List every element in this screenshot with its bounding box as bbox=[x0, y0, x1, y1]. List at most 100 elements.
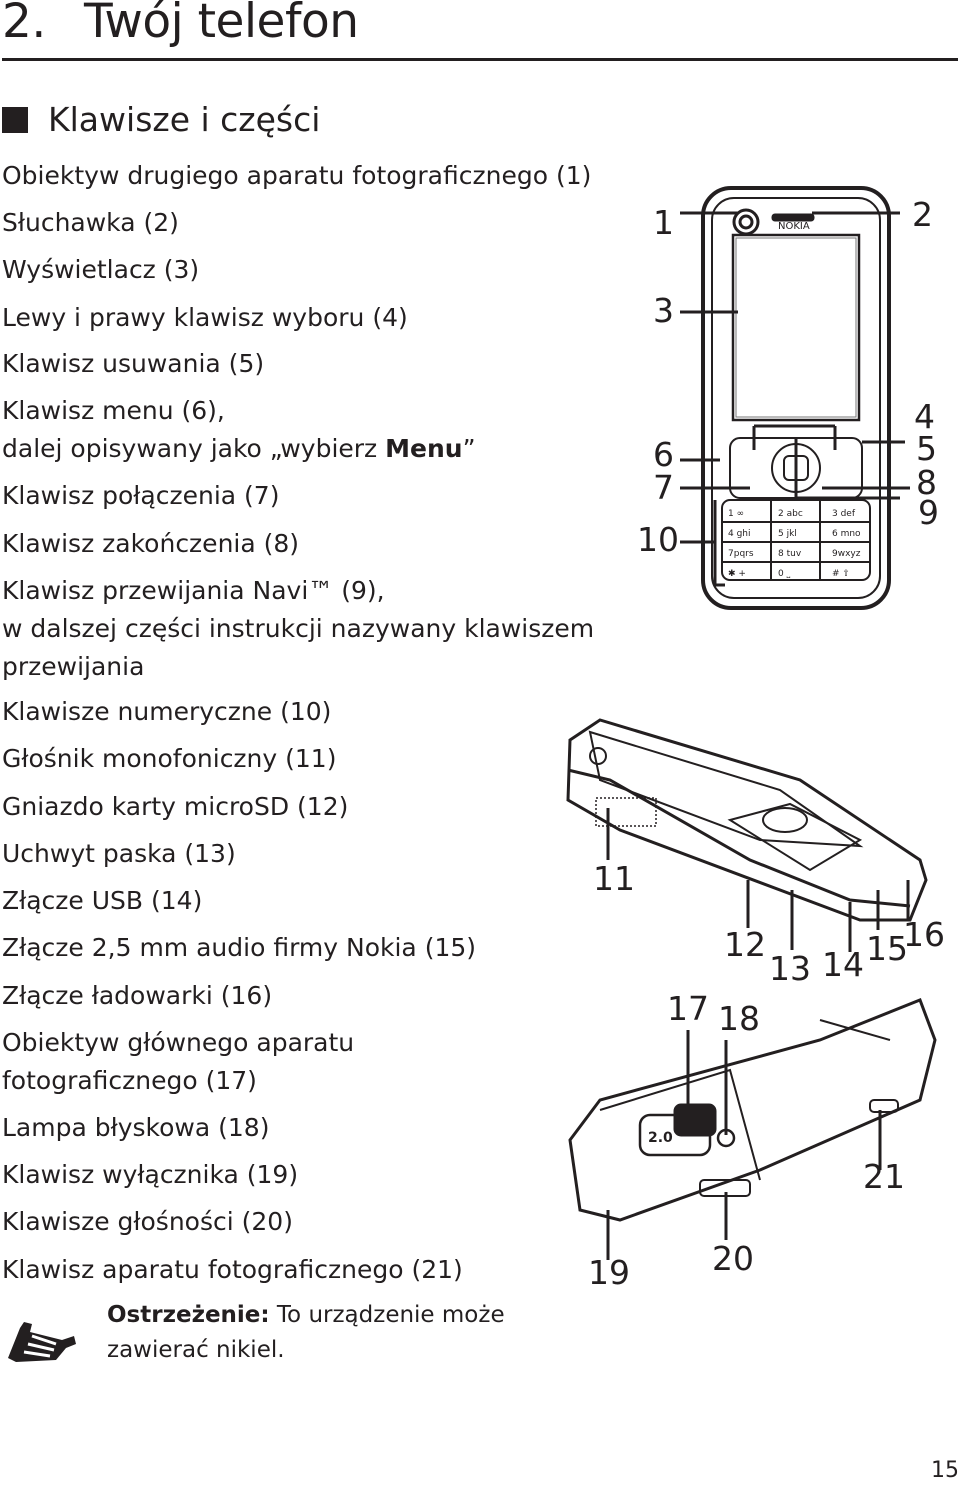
part-item: Głośnik monofoniczny (11) bbox=[2, 740, 336, 778]
part-label: Obiektyw drugiego aparatu fotograficzneg… bbox=[2, 161, 592, 190]
part-item: Złącze ładowarki (16) bbox=[2, 977, 272, 1015]
key-label: 1 ∞ bbox=[728, 509, 744, 519]
part-label: Uchwyt paska (13) bbox=[2, 839, 236, 868]
key-label: 4 ghi bbox=[728, 529, 751, 539]
key-label: 7pqrs bbox=[728, 549, 754, 559]
part-item: Obiektyw głównego aparatu fotograficznego… bbox=[2, 1024, 354, 1100]
part-item: Klawisz zakończenia (8) bbox=[2, 525, 299, 563]
part-label: Złącze USB (14) bbox=[2, 886, 203, 915]
part-item: Klawisz połączenia (7) bbox=[2, 477, 279, 515]
callout-11: 11 bbox=[593, 859, 635, 898]
brand-text: NOKIA bbox=[778, 221, 810, 232]
phone-diagram: NOKIA 1 ∞ 2 abc 3 def 4 ghi 5 jkl 6 mno … bbox=[566, 186, 937, 1260]
callout-8: 8 bbox=[916, 463, 937, 502]
callout-9: 9 bbox=[918, 493, 939, 532]
menu-keyword: Menu bbox=[385, 434, 463, 463]
section-square-icon bbox=[2, 107, 28, 133]
section-title: Klawisze i części bbox=[2, 100, 320, 139]
key-label: ✱ + bbox=[728, 569, 746, 579]
key-label: 6 mno bbox=[832, 529, 861, 539]
part-label: Lampa błyskowa (18) bbox=[2, 1113, 270, 1142]
callout-17: 17 bbox=[667, 989, 709, 1028]
part-label: Klawisz menu (6), bbox=[2, 396, 225, 425]
part-item: Klawisze głośności (20) bbox=[2, 1203, 293, 1241]
part-item: Złącze USB (14) bbox=[2, 882, 202, 920]
part-item: Klawisz menu (6), dalej opisywany jako „w… bbox=[2, 392, 476, 468]
part-label: Głośnik monofoniczny (11) bbox=[2, 744, 337, 773]
part-label: Klawisz wyłącznika (19) bbox=[2, 1160, 299, 1189]
part-label: ” bbox=[462, 434, 476, 463]
part-item: Klawisze numeryczne (10) bbox=[2, 693, 331, 731]
key-label: 0 ⎵ bbox=[778, 569, 791, 579]
part-item: Obiektyw drugiego aparatu fotograficzneg… bbox=[2, 157, 591, 195]
callout-13: 13 bbox=[769, 949, 811, 988]
part-item: Klawisz aparatu fotograficznego (21) bbox=[2, 1251, 463, 1289]
key-label: 2 abc bbox=[778, 509, 803, 519]
callout-5: 5 bbox=[916, 429, 937, 468]
warning-text: To urządzenie może zawierać nikiel. bbox=[107, 1302, 505, 1363]
phone-back-view bbox=[568, 998, 937, 1222]
part-item: Wyświetlacz (3) bbox=[2, 251, 199, 289]
part-item: Uchwyt paska (13) bbox=[2, 835, 236, 873]
callout-10: 10 bbox=[637, 520, 679, 559]
part-label: Klawisz zakończenia (8) bbox=[2, 529, 300, 558]
part-item: Klawisz usuwania (5) bbox=[2, 345, 264, 383]
key-label: # ⇧ bbox=[832, 569, 850, 579]
part-label: fotograficznego (17) bbox=[2, 1066, 257, 1095]
part-item: Lampa błyskowa (18) bbox=[2, 1109, 269, 1147]
warning-label: Ostrzeżenie: bbox=[107, 1302, 270, 1328]
warning-note: Ostrzeżenie: To urządzenie może zawierać… bbox=[107, 1298, 507, 1368]
part-item: Złącze 2,5 mm audio firmy Nokia (15) bbox=[2, 929, 476, 967]
part-label: Klawisz aparatu fotograficznego (21) bbox=[2, 1255, 463, 1284]
callout-4: 4 bbox=[914, 397, 935, 436]
callout-19: 19 bbox=[588, 1253, 630, 1292]
part-label: Klawisz usuwania (5) bbox=[2, 349, 265, 378]
lens-label: 2.0 bbox=[648, 1130, 673, 1146]
part-item: Lewy i prawy klawisz wyboru (4) bbox=[2, 299, 408, 337]
part-label: Złącze ładowarki (16) bbox=[2, 981, 273, 1010]
part-label: Wyświetlacz (3) bbox=[2, 255, 200, 284]
part-label: Klawisze głośności (20) bbox=[2, 1207, 293, 1236]
callout-15: 15 bbox=[866, 929, 908, 968]
phone-side-view bbox=[566, 718, 928, 922]
key-label: 8 tuv bbox=[778, 549, 802, 559]
phone-figure: NOKIA 1 ∞ 2 abc 3 def 4 ghi 5 jkl 6 mno … bbox=[560, 180, 960, 1294]
key-label: 5 jkl bbox=[778, 529, 797, 539]
part-item: Klawisz przewijania Navi™ (9),w dalszej … bbox=[2, 572, 594, 686]
phone-front-view bbox=[701, 186, 891, 610]
part-label: Obiektyw głównego aparatu bbox=[2, 1028, 355, 1057]
chapter-title: 2. Twój telefon bbox=[2, 0, 359, 49]
callout-18: 18 bbox=[718, 999, 760, 1038]
callout-2: 2 bbox=[912, 195, 933, 234]
part-label: Słuchawka (2) bbox=[2, 208, 179, 237]
callout-20: 20 bbox=[712, 1239, 754, 1278]
part-label: Lewy i prawy klawisz wyboru (4) bbox=[2, 303, 408, 332]
callout-7: 7 bbox=[653, 468, 674, 507]
part-label: Klawisz połączenia (7) bbox=[2, 481, 280, 510]
callout-3: 3 bbox=[653, 291, 674, 330]
part-label: Gniazdo karty microSD (12) bbox=[2, 792, 349, 821]
key-label: 3 def bbox=[832, 509, 856, 519]
key-label: 9wxyz bbox=[832, 549, 861, 559]
callout-21: 21 bbox=[863, 1157, 905, 1196]
page-number: 15 bbox=[931, 1458, 959, 1483]
part-item: Słuchawka (2) bbox=[2, 204, 179, 242]
warning-hand-icon bbox=[8, 1322, 76, 1362]
callout-12: 12 bbox=[724, 925, 766, 964]
part-item: Klawisz wyłącznika (19) bbox=[2, 1156, 298, 1194]
section-title-text: Klawisze i części bbox=[48, 100, 321, 139]
part-label: dalej opisywany jako „wybierz bbox=[2, 434, 386, 463]
header-rule bbox=[2, 58, 958, 61]
part-label: w dalszej części instrukcji nazywany kla… bbox=[2, 614, 595, 643]
part-label: Klawisze numeryczne (10) bbox=[2, 697, 332, 726]
chapter-title-text: Twój telefon bbox=[84, 0, 359, 49]
callout-16: 16 bbox=[903, 915, 945, 954]
part-item: Gniazdo karty microSD (12) bbox=[2, 788, 348, 826]
part-label: Złącze 2,5 mm audio firmy Nokia (15) bbox=[2, 933, 477, 962]
callout-6: 6 bbox=[653, 435, 674, 474]
keypad-labels: 1 ∞ 2 abc 3 def 4 ghi 5 jkl 6 mno 7pqrs … bbox=[728, 509, 861, 579]
callout-14: 14 bbox=[822, 945, 864, 984]
chapter-number: 2. bbox=[2, 0, 46, 49]
callout-1: 1 bbox=[653, 203, 674, 242]
part-label: przewijania bbox=[2, 652, 145, 681]
